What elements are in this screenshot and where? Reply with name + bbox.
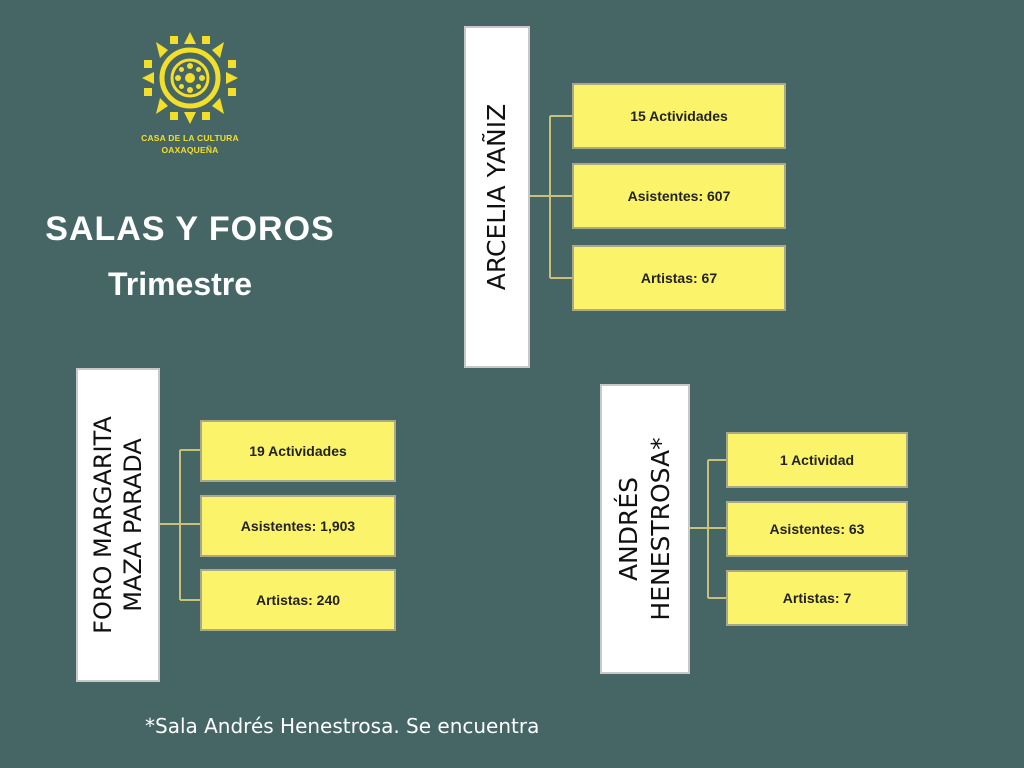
sun-logo-icon xyxy=(142,32,238,124)
arcelia-asistentes: Asistentes: 607 xyxy=(572,163,786,229)
andres-asistentes: Asistentes: 63 xyxy=(726,501,908,557)
foro-actividades: 19 Actividades xyxy=(200,420,396,482)
sala-foro-name-line-2: MAZA PARADA xyxy=(119,438,147,612)
andres-artistas: Artistas: 7 xyxy=(726,570,908,626)
sala-andres-name-line-2: HENESTROSA* xyxy=(646,437,675,621)
sala-andres-name-line-1: ANDRÉS xyxy=(614,476,643,582)
sala-arcelia-name: ARCELIA YAÑIZ xyxy=(482,103,511,291)
logo-line-2: OAXAQUEÑA xyxy=(161,145,219,155)
sala-foro-name-line-1: FORO MARGARITA xyxy=(89,416,117,634)
sala-foro-margarita: FORO MARGARITA MAZA PARADA xyxy=(76,368,160,682)
casa-cultura-logo: CASA DE LA CULTURA OAXAQUEÑA xyxy=(138,30,242,156)
page-title: SALAS Y FOROS xyxy=(45,210,335,248)
page-subtitle: Trimestre xyxy=(107,266,253,302)
logo-line-1: CASA DE LA CULTURA xyxy=(141,133,239,143)
foro-asistentes: Asistentes: 1,903 xyxy=(200,495,396,557)
arcelia-artistas: Artistas: 67 xyxy=(572,245,786,311)
footnote: *Sala Andrés Henestrosa. Se encuentra xyxy=(145,714,540,738)
sala-andres-henestrosa: ANDRÉS HENESTROSA* xyxy=(600,384,690,674)
logo-text: CASA DE LA CULTURA OAXAQUEÑA xyxy=(138,132,242,156)
andres-actividades: 1 Actividad xyxy=(726,432,908,488)
sala-arcelia-yaniz: ARCELIA YAÑIZ xyxy=(464,26,530,368)
arcelia-actividades: 15 Actividades xyxy=(572,83,786,149)
foro-artistas: Artistas: 240 xyxy=(200,569,396,631)
